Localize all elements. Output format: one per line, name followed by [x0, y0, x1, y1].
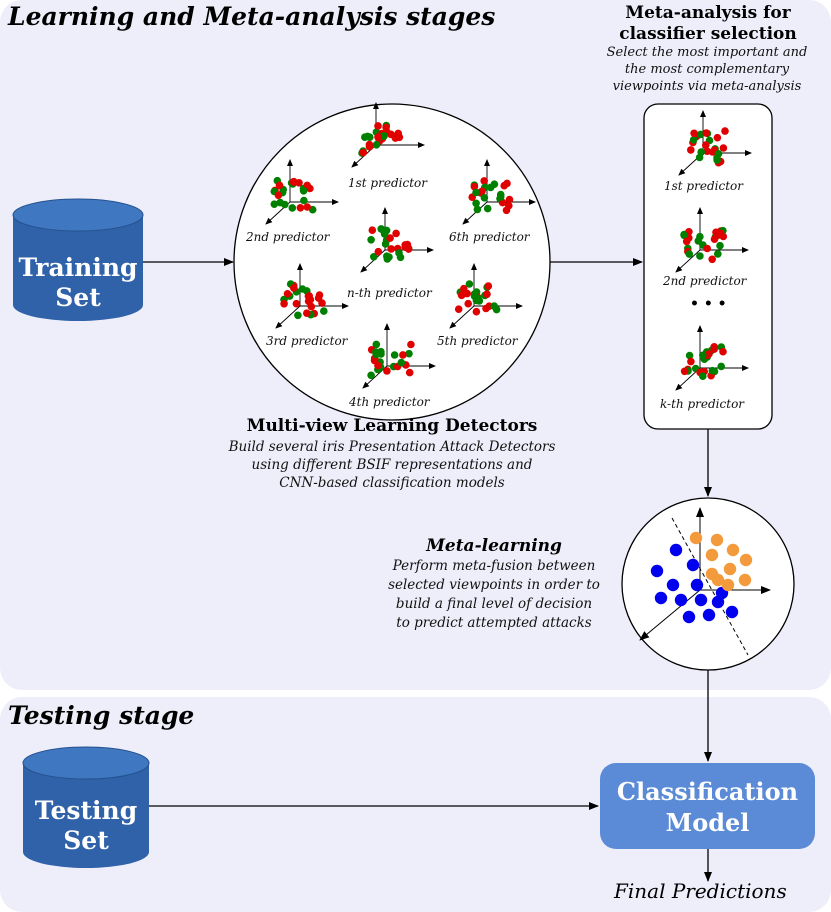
meta-analysis-title: Meta-analysis for classifier selection: [588, 3, 828, 45]
final-predictions-label: Final Predictions: [614, 879, 787, 903]
testing-set-label: Testing Set: [23, 796, 149, 856]
meta-learning-desc-line1: Perform meta-fusion between: [392, 558, 596, 574]
multiview-desc-line1: Build several iris Presentation Attack D…: [228, 439, 556, 455]
multiview-desc-line3: CNN-based classification models: [279, 475, 505, 491]
meta-learning-title: Meta-learning: [426, 536, 562, 556]
testing-set-line1: Testing: [34, 796, 138, 825]
meta-analysis-desc: Select the most important and the most c…: [578, 44, 831, 95]
classification-model-line2: Model: [665, 808, 750, 837]
mv-plot-1-points: [358, 121, 404, 157]
meta-learning-plot: [639, 507, 771, 656]
classification-model-label: Classification Model: [600, 776, 815, 838]
mv-predictor-label-4: 4th predictor: [349, 395, 430, 409]
mv-plot-2-points: [270, 176, 317, 214]
meta-analysis-desc-line2: the most complementary: [624, 62, 790, 77]
ma-plot-k-points: [680, 343, 727, 381]
multiview-desc: Build several iris Presentation Attack D…: [162, 438, 622, 492]
training-set-line2: Set: [55, 283, 101, 312]
learning-stage-title: Learning and Meta-analysis stages: [8, 2, 496, 31]
mv-plot-4-points: [367, 340, 415, 380]
ma-predictor-label-1: 1st predictor: [664, 179, 743, 193]
meta-analysis-desc-line3: viewpoints via meta-analysis: [612, 79, 802, 94]
ma-plot-2-points: [680, 226, 728, 264]
mv-predictor-label-n: n-th predictor: [347, 286, 432, 300]
ma-plot-1-points: [687, 127, 729, 167]
meta-learning-desc: Perform meta-fusion between selected vie…: [362, 557, 626, 633]
meta-learning-desc-line4: to predict attempted attacks: [396, 615, 592, 631]
classification-model-line1: Classification: [616, 777, 799, 806]
training-set-line1: Training: [18, 253, 138, 282]
meta-analysis-title-line2: classifier selection: [619, 24, 797, 44]
meta-analysis-desc-line1: Select the most important and: [606, 45, 808, 60]
training-set-label: Training Set: [13, 253, 143, 313]
ma-predictor-label-2: 2nd predictor: [663, 274, 747, 288]
mv-plot-5-points: [454, 280, 501, 316]
mv-predictor-label-2: 2nd predictor: [246, 230, 330, 244]
meta-learning-circle: [621, 497, 795, 671]
training-set-cylinder: [12, 198, 144, 321]
mv-plot-6-points: [468, 177, 514, 215]
meta-analysis-ellipsis: • • •: [690, 296, 727, 312]
mv-plot-3-points: [280, 280, 328, 320]
testing-stage-title: Testing stage: [8, 701, 195, 730]
mv-predictor-label-6: 6th predictor: [449, 230, 530, 244]
meta-learning-desc-line2: selected viewpoints in order to: [388, 577, 600, 593]
classification-model-box: [600, 763, 815, 849]
mv-predictor-label-3: 3rd predictor: [266, 334, 348, 348]
multiview-circle: [233, 103, 551, 421]
testing-set-cylinder: [22, 746, 150, 868]
mv-plot-n-points: [367, 225, 413, 263]
testing-set-line2: Set: [63, 826, 109, 855]
multiview-desc-line2: using different BSIF representations and: [251, 457, 533, 473]
meta-learning-desc-line3: build a final level of decision: [395, 596, 593, 612]
multiview-title: Multi-view Learning Detectors: [246, 416, 538, 436]
mv-predictor-label-1: 1st predictor: [348, 176, 427, 190]
meta-analysis-title-line1: Meta-analysis for: [625, 3, 791, 23]
ma-predictor-label-k: k-th predictor: [660, 397, 745, 411]
mv-predictor-label-5: 5th predictor: [437, 334, 518, 348]
